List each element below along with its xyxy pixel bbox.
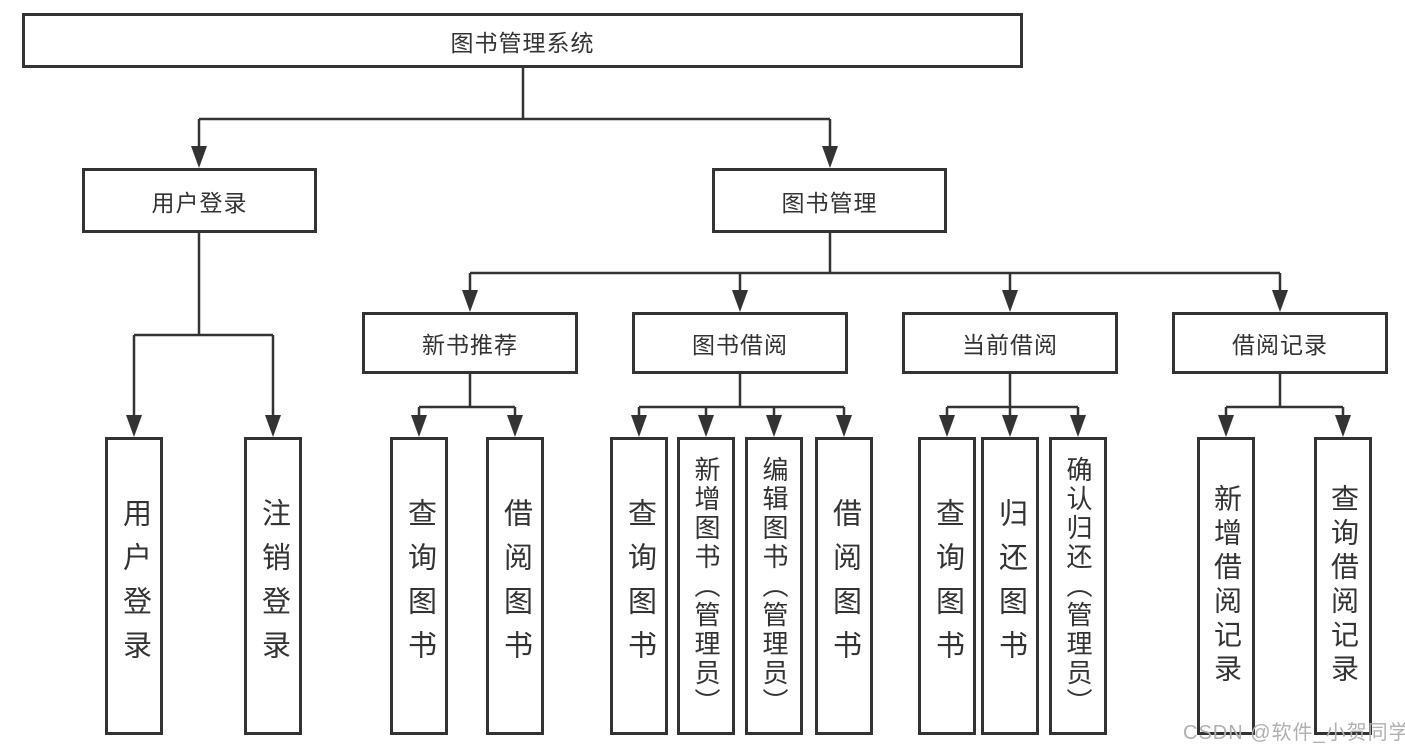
leaf-newbook-borrow-books-label: 借阅图书 bbox=[499, 498, 532, 674]
leaf-borrow-borrow-books: 借阅图书 bbox=[815, 437, 873, 735]
leaf-current-query-books: 查询图书 bbox=[918, 437, 976, 735]
node-book-management: 图书管理 bbox=[712, 168, 947, 233]
leaf-borrow-query-books-label: 查询图书 bbox=[623, 498, 656, 674]
node-new-book-recommend-label: 新书推荐 bbox=[422, 332, 518, 358]
node-user-login: 用户登录 bbox=[82, 168, 317, 233]
node-current-borrow-label: 当前借阅 bbox=[962, 332, 1058, 358]
node-root-label: 图书管理系统 bbox=[450, 29, 595, 56]
leaf-current-return-books: 归还图书 bbox=[981, 437, 1039, 735]
node-book-borrow: 图书借阅 bbox=[632, 312, 848, 374]
leaf-user-login: 用户登录 bbox=[105, 437, 163, 735]
leaf-borrow-add-books-admin: 新增图书（管理员） bbox=[677, 437, 735, 735]
node-current-borrow: 当前借阅 bbox=[902, 312, 1118, 374]
leaf-current-query-books-label: 查询图书 bbox=[931, 498, 964, 674]
leaf-borrow-edit-books-admin-label: 编辑图书（管理员） bbox=[759, 455, 789, 717]
leaf-logout: 注销登录 bbox=[244, 437, 302, 735]
node-book-borrow-label: 图书借阅 bbox=[692, 332, 788, 358]
node-root: 图书管理系统 bbox=[22, 13, 1023, 68]
leaf-borrow-add-books-admin-label: 新增图书（管理员） bbox=[691, 455, 721, 717]
arrowheads bbox=[126, 146, 1351, 437]
csdn-watermark: CSDN @软件_小贺同学 bbox=[1183, 722, 1405, 744]
leaf-records-add-record-label: 新增借阅记录 bbox=[1211, 484, 1242, 688]
leaf-newbook-borrow-books: 借阅图书 bbox=[486, 437, 544, 735]
node-new-book-recommend: 新书推荐 bbox=[362, 312, 578, 374]
leaf-records-query-record: 查询借阅记录 bbox=[1314, 437, 1372, 735]
leaf-logout-label: 注销登录 bbox=[257, 498, 290, 674]
leaf-borrow-borrow-books-label: 借阅图书 bbox=[828, 498, 861, 674]
node-user-login-label: 用户登录 bbox=[151, 189, 248, 216]
leaf-current-return-books-label: 归还图书 bbox=[994, 498, 1027, 674]
leaf-newbook-query-books: 查询图书 bbox=[390, 437, 448, 735]
leaf-newbook-query-books-label: 查询图书 bbox=[403, 498, 436, 674]
node-borrow-records-label: 借阅记录 bbox=[1232, 332, 1328, 358]
leaf-records-add-record: 新增借阅记录 bbox=[1197, 437, 1255, 735]
leaf-current-confirm-return-admin: 确认归还（管理员） bbox=[1049, 437, 1107, 735]
leaf-borrow-edit-books-admin: 编辑图书（管理员） bbox=[745, 437, 803, 735]
node-book-management-label: 图书管理 bbox=[781, 189, 878, 216]
leaf-records-query-record-label: 查询借阅记录 bbox=[1328, 484, 1359, 688]
leaf-current-confirm-return-admin-label: 确认归还（管理员） bbox=[1063, 455, 1093, 717]
leaf-user-login-label: 用户登录 bbox=[118, 498, 151, 674]
node-borrow-records: 借阅记录 bbox=[1172, 312, 1388, 374]
leaf-borrow-query-books: 查询图书 bbox=[610, 437, 668, 735]
